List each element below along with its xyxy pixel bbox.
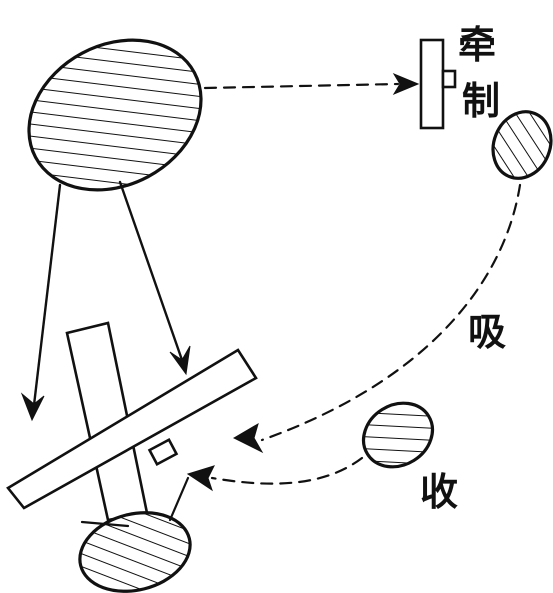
solid-arrow-left-head [22, 394, 44, 420]
vertical-block [421, 40, 443, 128]
large-hatched-ellipse [3, 11, 228, 219]
label-qian: 牵 [458, 22, 496, 67]
label-xi: 吸 [468, 309, 506, 354]
small-hatched-ellipse-middle [352, 390, 445, 479]
solid-arrow-right-head [170, 346, 190, 374]
label-shou: 收 [420, 469, 458, 514]
label-zhi: 制 [462, 78, 500, 123]
dashed-curve-receive-head [188, 466, 214, 490]
solid-arrow-right [120, 182, 182, 360]
dashed-arrow-to-block [205, 84, 398, 88]
vertical-block-tab [443, 71, 455, 87]
bottom-hatched-ellipse [71, 502, 198, 593]
dashed-curve-absorb-head [234, 424, 262, 452]
small-square [150, 440, 177, 464]
dashed-curve-receive [212, 458, 362, 484]
solid-arrow-left [34, 185, 60, 405]
